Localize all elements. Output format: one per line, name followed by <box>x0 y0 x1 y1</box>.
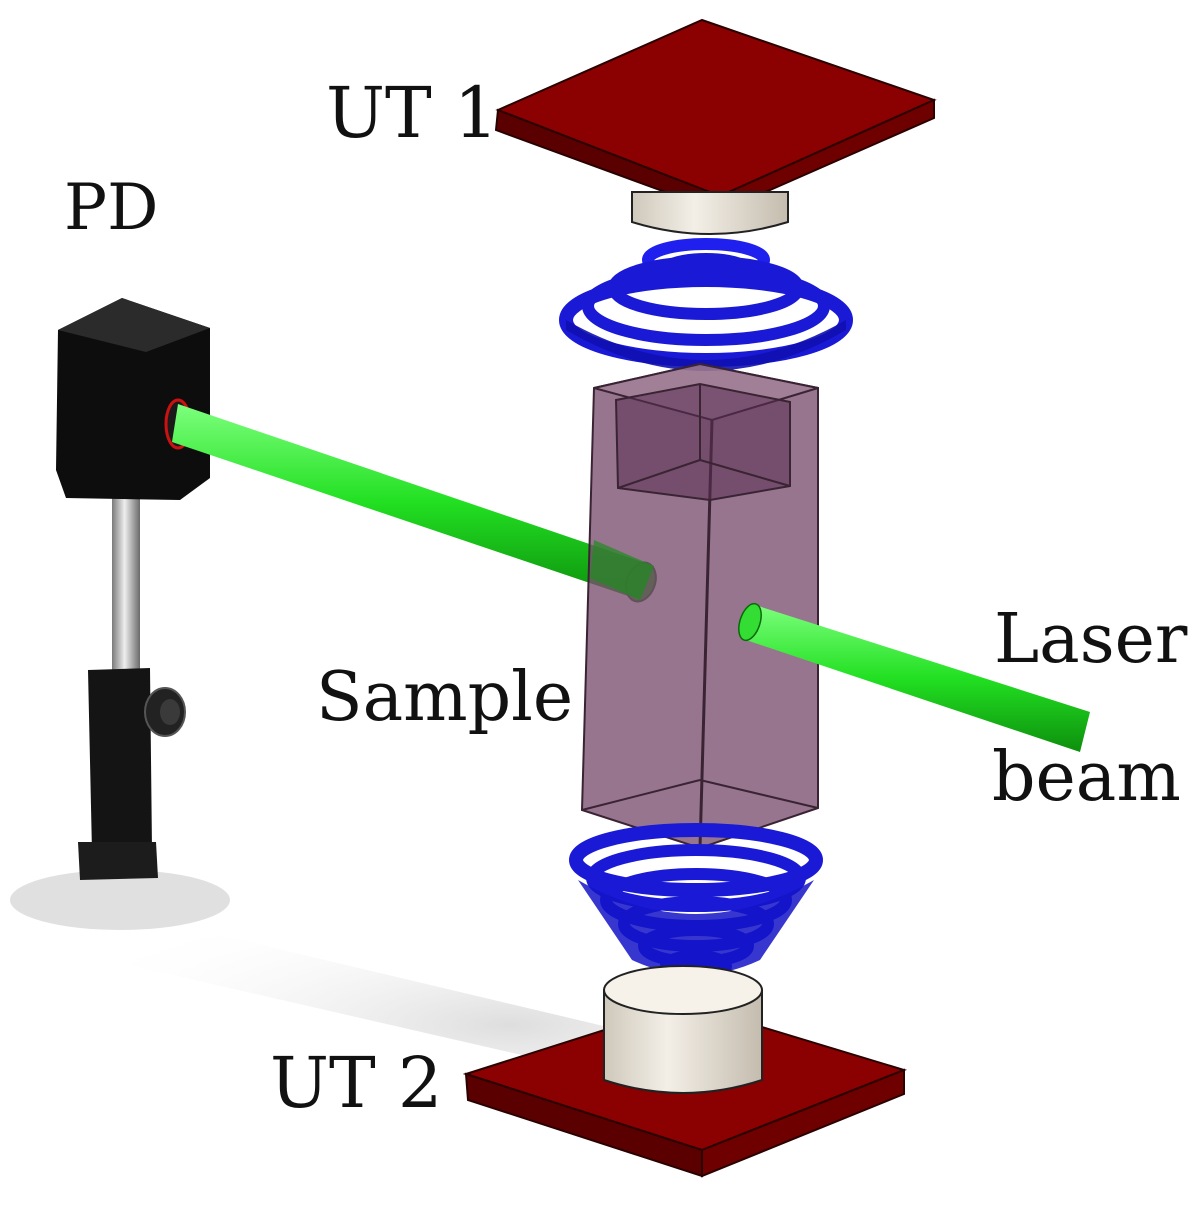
label-laser-line2: beam <box>992 738 1181 817</box>
photodetector-body <box>56 298 210 500</box>
photodetector-assembly <box>56 298 210 880</box>
ultrasonic-transducer-1 <box>494 18 937 235</box>
post-base <box>78 842 158 880</box>
label-ut1: UT 1 <box>326 72 499 154</box>
label-laser-line1: Laser <box>994 600 1188 679</box>
label-sample: Sample <box>316 658 574 737</box>
laser-beam-incident <box>738 602 1090 752</box>
post-holder <box>88 668 152 852</box>
laser-beam-transmitted <box>172 404 657 603</box>
ultrasonic-transducer-2 <box>462 965 908 1178</box>
floor-shadow <box>10 870 1000 1160</box>
sample-cuvette <box>580 362 819 850</box>
label-ut2: UT 2 <box>270 1042 443 1124</box>
post <box>112 488 140 688</box>
label-pd: PD <box>64 171 159 245</box>
